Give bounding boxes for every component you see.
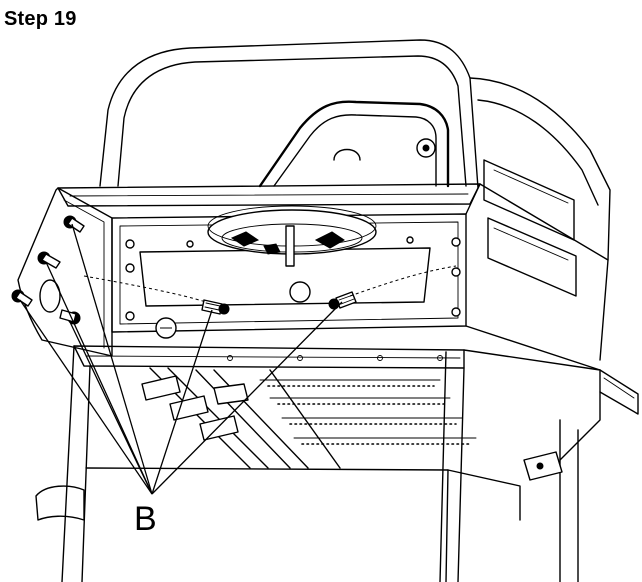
burner-plate xyxy=(207,205,377,267)
alignment-line-right xyxy=(349,265,457,297)
part-label-b: B xyxy=(134,500,157,538)
step-title: Step 19 xyxy=(4,8,77,30)
screw-b-left xyxy=(201,299,230,315)
alignment-line-left xyxy=(83,275,207,303)
front-panel-holes xyxy=(125,236,461,339)
screw-b-right xyxy=(328,291,357,310)
cart-frame xyxy=(35,345,639,582)
side-screws xyxy=(11,215,85,325)
grill-lid xyxy=(99,39,611,297)
callout-lines xyxy=(19,223,343,495)
